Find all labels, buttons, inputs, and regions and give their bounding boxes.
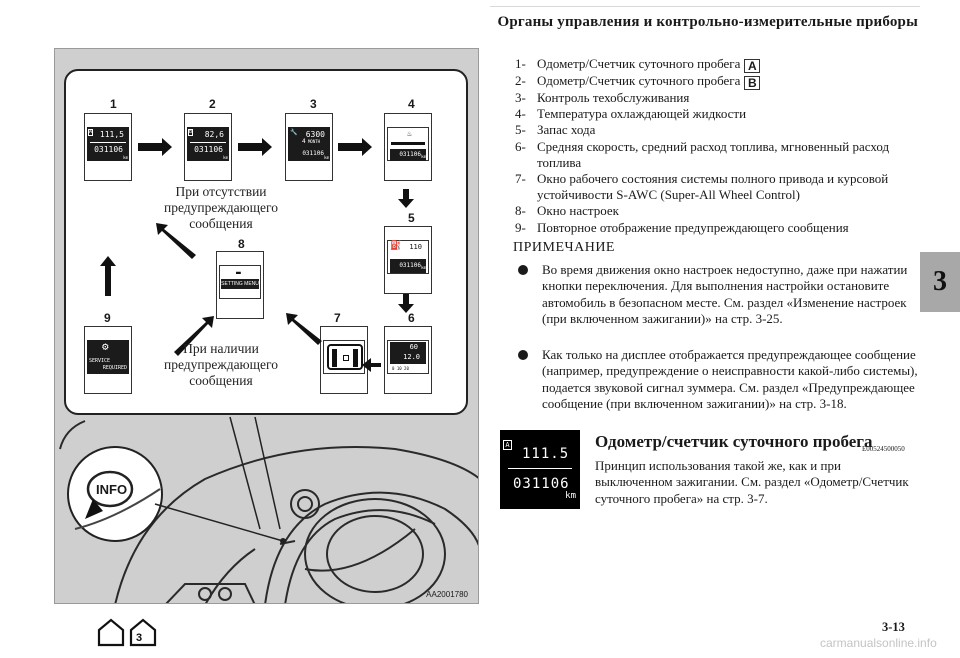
- home-and-chapter-icon[interactable]: 3: [96, 617, 166, 647]
- list-item: 6-Средняя скорость, средний расход топли…: [515, 138, 890, 170]
- svg-text:3: 3: [136, 632, 142, 644]
- settings-icon: ▬: [236, 268, 241, 277]
- caption-no-warning: При отсутствии предупреждающего сообщени…: [164, 184, 278, 231]
- bullet-icon: [518, 265, 528, 275]
- awd-status-icon: [327, 344, 363, 370]
- bullet-icon: [518, 350, 528, 360]
- header-rule: [490, 6, 920, 7]
- section-code: E00524500050: [862, 445, 905, 453]
- dashboard-illustration: [59, 416, 478, 603]
- label-6: 6: [408, 311, 415, 325]
- arrow-left-icon: [362, 358, 381, 372]
- list-item: 8-Окно настроек: [515, 203, 619, 219]
- screen-7: [320, 326, 368, 394]
- arrow-diagonal-icon: [286, 313, 322, 345]
- list-item: 5-Запас хода: [515, 122, 596, 138]
- label-2: 2: [209, 97, 216, 111]
- caption-with-warning: При наличии предупреждающего сообщения: [164, 341, 278, 388]
- letter-box: B: [744, 76, 761, 90]
- section-title: Одометр/счетчик суточного пробега: [595, 432, 873, 451]
- screen-9: ⚙ SERVICE REQUIRED: [84, 326, 132, 394]
- list-item: 7-Окно рабочего состояния системы полног…: [515, 171, 889, 203]
- section-body: Принцип использования такой же, как и пр…: [595, 458, 909, 506]
- coolant-temperature-icon: ♨: [407, 129, 412, 138]
- screen-6: 60 12.0 0 10 20: [384, 326, 432, 394]
- note-bullet: Как только на дисплее отображается преду…: [518, 347, 918, 413]
- arrow-right-icon: [138, 138, 172, 156]
- arrow-up-icon: [100, 256, 116, 296]
- list-item: 9-Повторное отображение предупреждающего…: [515, 219, 849, 235]
- note-bullet: Во время движения окно настроек недоступ…: [518, 262, 918, 328]
- odometer-display-image: A 111.5 031106 km: [500, 430, 580, 509]
- label-7: 7: [334, 311, 341, 325]
- arrow-right-icon: [338, 138, 372, 156]
- arrow-right-icon: [238, 138, 272, 156]
- label-8: 8: [238, 237, 245, 251]
- label-1: 1: [110, 97, 117, 111]
- page-number: 3-13: [882, 620, 905, 634]
- wrench-icon: 🔧: [290, 129, 298, 136]
- figure-code: AA2001780: [426, 590, 468, 599]
- label-4: 4: [408, 97, 415, 111]
- list-item: 3-Контроль техобслуживания: [515, 90, 690, 105]
- screen-4: ♨ 031106 km: [384, 113, 432, 181]
- service-gear-icon: ⚙: [102, 340, 109, 353]
- label-5: 5: [408, 211, 415, 225]
- screen-3: 🔧 6300 4 MONTH 031106 km: [285, 113, 333, 181]
- label-9: 9: [104, 311, 111, 325]
- list-item: 4-Температура охлаждающей жидкости: [515, 106, 747, 122]
- page-header: Органы управления и контрольно-измерител…: [497, 14, 918, 30]
- label-3: 3: [310, 97, 317, 111]
- watermark: carmanualsonline.info: [820, 636, 937, 650]
- arrow-diagonal-icon: [174, 316, 214, 356]
- arrow-down-icon: [398, 294, 414, 313]
- fuel-pump-icon: ⛽: [390, 241, 402, 251]
- arrow-down-icon: [398, 189, 414, 208]
- screen-8: ▬ SETTING MENU: [216, 251, 264, 319]
- arrow-diagonal-icon: [156, 223, 196, 259]
- info-button-label: INFO: [96, 482, 128, 497]
- screen-5: ⛽ 110 031106 km: [384, 226, 432, 294]
- letter-box: A: [744, 59, 761, 73]
- chapter-tab: 3: [920, 252, 960, 312]
- flow-arrows: [100, 138, 414, 372]
- note-heading: ПРИМЕЧАНИЕ: [513, 240, 615, 255]
